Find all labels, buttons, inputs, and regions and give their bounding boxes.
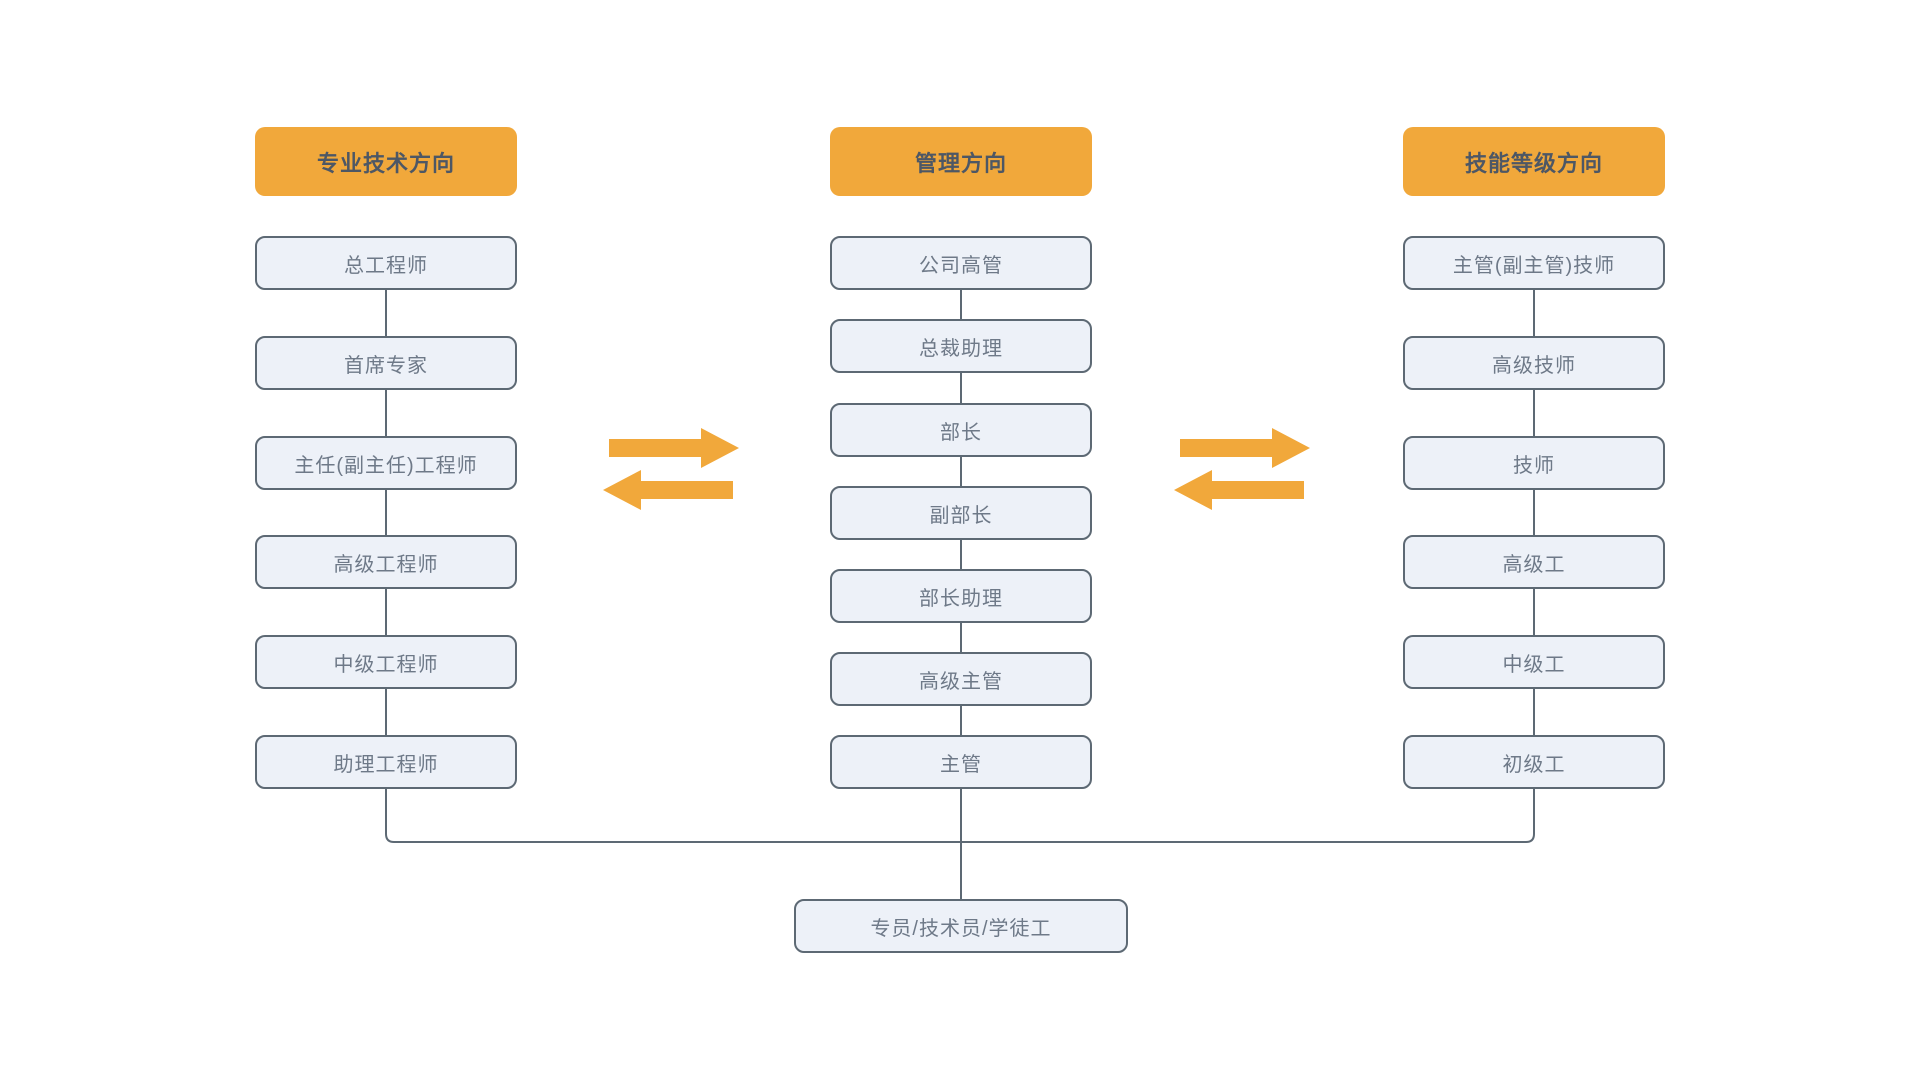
node-technician: 技师 [1403, 436, 1665, 490]
node-supervisor-technician: 主管(副主管)技师 [1403, 236, 1665, 290]
right-arrow-icon [1180, 428, 1310, 468]
node-supervisor: 主管 [830, 735, 1092, 789]
column-header-skill-level: 技能等级方向 [1403, 127, 1665, 196]
node-senior-engineer: 高级工程师 [255, 535, 517, 589]
right-arrow-icon [609, 428, 739, 468]
node-assistant-engineer: 助理工程师 [255, 735, 517, 789]
node-vice-minister: 副部长 [830, 486, 1092, 540]
node-minister-assistant: 部长助理 [830, 569, 1092, 623]
node-chief-expert: 首席专家 [255, 336, 517, 390]
column-header-professional-technical: 专业技术方向 [255, 127, 517, 196]
left-arrow-icon [603, 470, 733, 510]
column-header-management: 管理方向 [830, 127, 1092, 196]
swap-arrows-icon-middle-right [1174, 428, 1310, 510]
node-minister: 部长 [830, 403, 1092, 457]
node-intermediate-worker: 中级工 [1403, 635, 1665, 689]
node-junior-worker: 初级工 [1403, 735, 1665, 789]
node-intermediate-engineer: 中级工程师 [255, 635, 517, 689]
node-senior-technician: 高级技师 [1403, 336, 1665, 390]
swap-arrows-icon-left-middle [603, 428, 739, 510]
node-senior-supervisor: 高级主管 [830, 652, 1092, 706]
node-senior-worker: 高级工 [1403, 535, 1665, 589]
node-director-engineer: 主任(副主任)工程师 [255, 436, 517, 490]
node-company-executive: 公司高管 [830, 236, 1092, 290]
node-chief-engineer: 总工程师 [255, 236, 517, 290]
node-president-assistant: 总裁助理 [830, 319, 1092, 373]
node-specialist-technician-apprentice: 专员/技术员/学徒工 [794, 899, 1128, 953]
left-arrow-icon [1174, 470, 1304, 510]
